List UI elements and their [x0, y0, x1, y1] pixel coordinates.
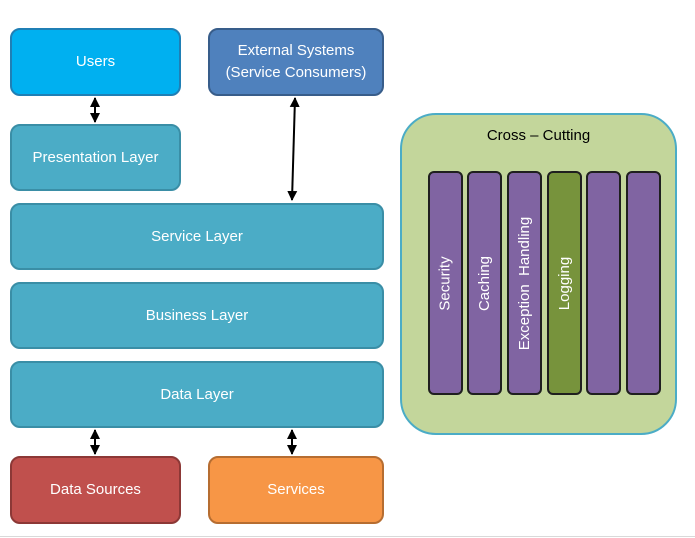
- data-sources-box: Data Sources: [10, 456, 181, 524]
- concern-caching: Caching: [467, 171, 502, 395]
- data-layer-label: Data Layer: [160, 385, 234, 403]
- concern-exception-handling-label: Exception Handling: [516, 216, 534, 350]
- users-label: Users: [75, 53, 116, 70]
- service-consumers-label: (Service Consumers): [225, 64, 367, 81]
- concern-security: Security: [428, 171, 463, 395]
- divider: [0, 536, 695, 537]
- arrow-external-service: [287, 97, 300, 201]
- services-label: Services: [267, 481, 325, 498]
- presentation-layer-box: Presentation Layer: [10, 124, 181, 191]
- data-layer-box: Data Layer: [10, 361, 384, 428]
- cross-cutting-title: Cross – Cutting: [486, 127, 591, 144]
- service-layer-label: Service Layer: [151, 227, 243, 245]
- external-systems-box: External Systems (Service Consumers): [208, 28, 384, 96]
- concern-empty-1: [586, 171, 621, 395]
- business-layer-label: Business Layer: [145, 306, 249, 324]
- external-systems-label: External Systems: [237, 42, 355, 59]
- concern-empty-2: [626, 171, 661, 395]
- concern-caching-label: Caching: [476, 255, 494, 311]
- services-box: Services: [208, 456, 384, 524]
- concern-logging-label: Logging: [556, 256, 574, 310]
- users-box: Users: [10, 28, 181, 96]
- concern-security-label: Security: [437, 255, 454, 311]
- presentation-layer-label: Presentation Layer: [32, 148, 159, 166]
- cross-cutting-panel: Cross – Cutting Security Caching Excepti…: [400, 113, 677, 435]
- business-layer-box: Business Layer: [10, 282, 384, 349]
- concern-exception-handling: Exception Handling: [507, 171, 542, 395]
- service-layer-box: Service Layer: [10, 203, 384, 270]
- data-sources-label: Data Sources: [50, 481, 141, 498]
- concern-logging: Logging: [547, 171, 582, 395]
